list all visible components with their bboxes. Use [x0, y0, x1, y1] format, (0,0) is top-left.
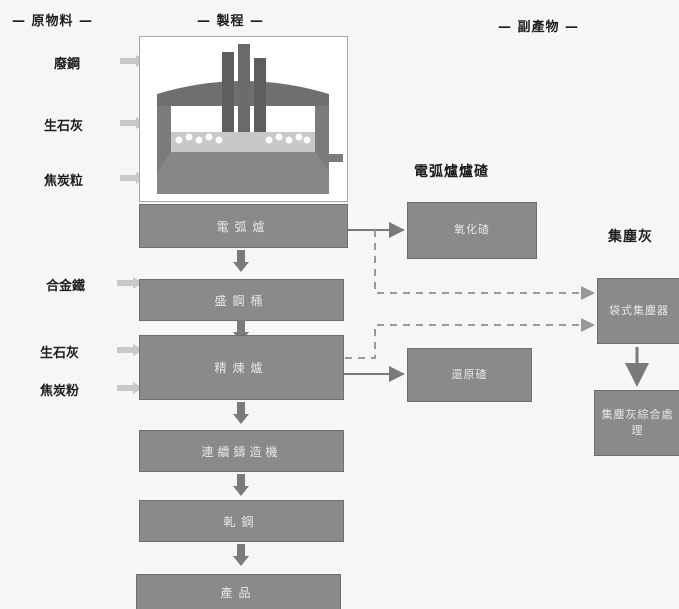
byproducts-header: — 副產物 — — [498, 20, 580, 35]
input-arrow-icon — [117, 344, 143, 356]
dust-section-title: 集塵灰 — [608, 229, 653, 245]
process-step-rolling: 軋鋼 — [139, 500, 344, 542]
down-arrow-icon — [233, 474, 249, 496]
raw-input-label: 廢鋼 — [54, 57, 81, 72]
slag-section-title: 電弧爐爐碴 — [414, 164, 489, 180]
raw-input-label: 生石灰 — [40, 346, 80, 361]
reducing-slag-box: 還原碴 — [407, 348, 532, 402]
process-step-electric-arc-furnace: 電弧爐 — [139, 204, 348, 248]
down-arrow-icon — [233, 544, 249, 566]
process-step-refining-furnace: 精煉爐 — [139, 335, 344, 400]
refining-dust-path — [345, 318, 595, 359]
oxidizing-slag-box: 氧化碴 — [407, 202, 537, 259]
raw-input-label: 焦炭粉 — [40, 384, 80, 399]
down-arrow-icon — [233, 250, 249, 272]
raw-input-label: 合金鐵 — [46, 279, 86, 294]
eaf-dust-path — [374, 230, 595, 300]
raw-input-label: 焦炭粒 — [44, 174, 84, 189]
input-arrow-icon — [117, 277, 143, 289]
process-step-product: 產品 — [136, 574, 341, 609]
process-header: — 製程 — — [197, 14, 265, 29]
down-arrow-icon — [233, 402, 249, 424]
raw-materials-header: — 原物料 — — [12, 14, 94, 29]
dust-treatment-box: 集塵灰綜合處理 — [594, 390, 679, 456]
baghouse-collector-box: 袋式集塵器 — [597, 278, 679, 344]
process-step-ladle: 盛鋼桶 — [139, 279, 344, 321]
process-step-continuous-caster: 連續鑄造機 — [139, 430, 344, 472]
electric-arc-furnace-illustration — [139, 36, 348, 202]
input-arrow-icon — [117, 382, 143, 394]
raw-input-label: 生石灰 — [44, 119, 84, 134]
